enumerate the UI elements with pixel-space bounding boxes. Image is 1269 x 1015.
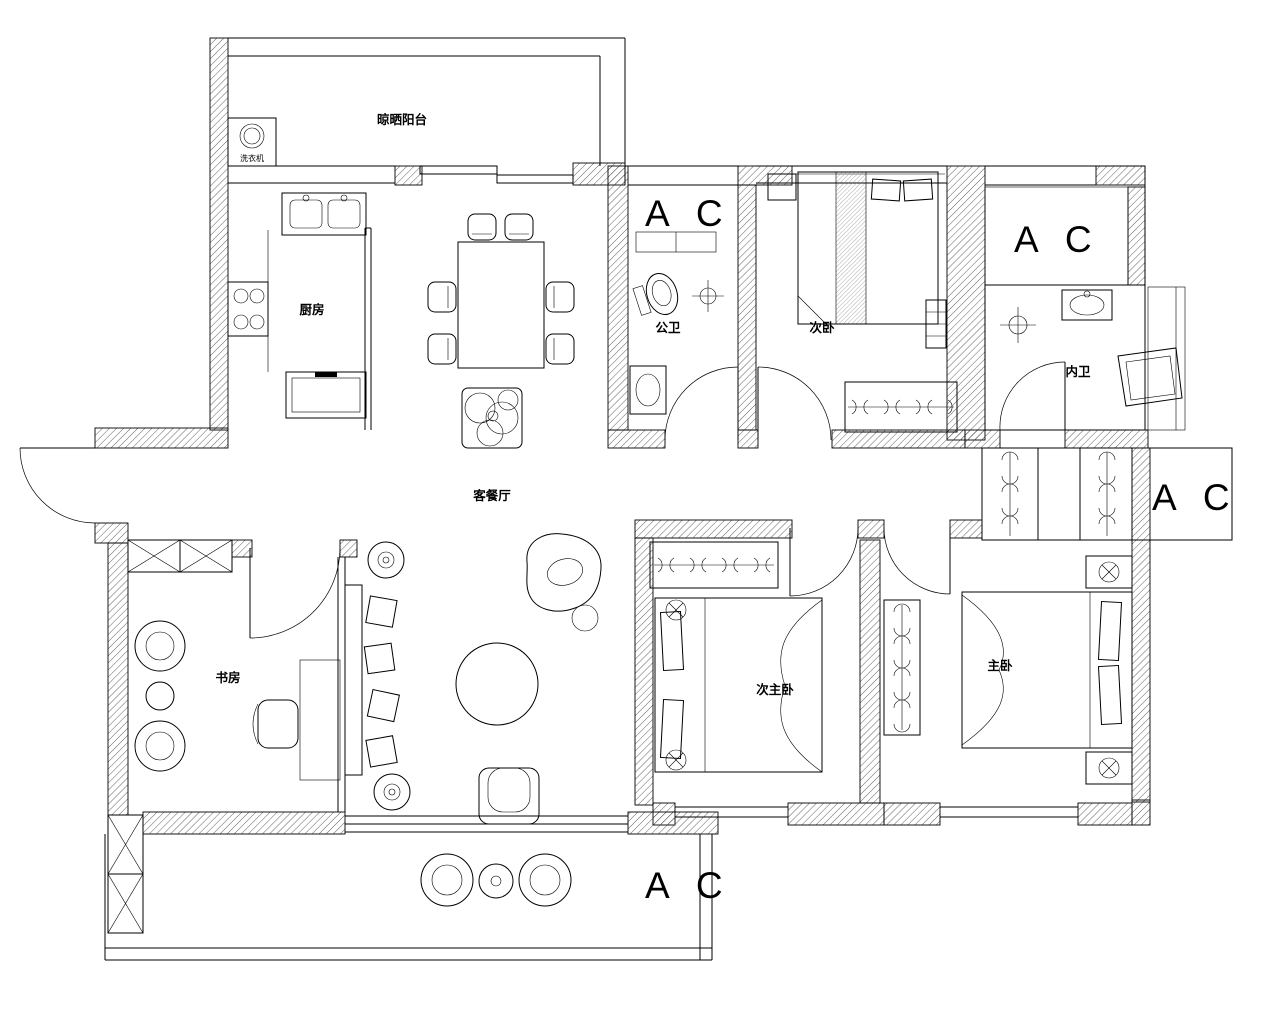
bed — [654, 597, 823, 773]
wall-basin — [1061, 289, 1113, 321]
label-study: 书房 — [215, 670, 240, 685]
floor-drain-icon — [1000, 307, 1036, 343]
ac-label-bottom: A C — [645, 865, 732, 906]
label-master-bedroom: 主卧 — [987, 658, 1013, 673]
label-living-dining: 客餐厅 — [472, 488, 511, 503]
second-master-furniture — [649, 541, 823, 773]
side-table — [367, 541, 405, 579]
bed — [961, 591, 1133, 749]
study-furniture — [127, 539, 341, 781]
wardrobe — [649, 541, 779, 589]
drying-balcony — [227, 117, 277, 167]
living-room-furniture — [344, 533, 602, 825]
desk — [299, 659, 341, 781]
label-second-master: 次主卧 — [756, 682, 794, 697]
nightstand — [1085, 751, 1133, 785]
wardrobe — [844, 381, 958, 433]
cabinet-x — [107, 814, 144, 934]
label-inner-bath: 内卫 — [1065, 364, 1091, 379]
plant — [461, 387, 523, 449]
kitchen-fixtures — [227, 192, 367, 419]
toilet — [632, 272, 679, 316]
label-drying-balcony: 晾晒阳台 — [377, 112, 427, 127]
nightstand — [1085, 555, 1133, 589]
ac-label-top-right: A C — [1014, 219, 1101, 260]
doors — [19, 361, 1066, 639]
inner-bath-fixtures — [1000, 289, 1183, 407]
label-washing-machine: 洗衣机 — [240, 153, 264, 163]
stove — [227, 281, 269, 337]
washing-machine — [227, 117, 277, 167]
ac-label-top: A C — [645, 193, 732, 234]
dining-table — [457, 241, 545, 369]
nightstand — [767, 173, 797, 201]
wardrobe — [883, 599, 921, 736]
kitchen-sink-counter — [281, 192, 367, 236]
floor-drain-icon — [692, 280, 724, 312]
cabinet-x — [127, 539, 233, 573]
hall-closets — [1001, 451, 1116, 536]
public-bath-fixtures — [629, 231, 724, 415]
bath-basin — [629, 365, 667, 415]
coffee-table — [455, 642, 539, 726]
second-bedroom-furniture — [767, 171, 958, 433]
desk-chair — [252, 699, 299, 749]
side-table — [373, 773, 411, 811]
armchair — [134, 720, 186, 772]
round-table — [478, 863, 514, 899]
room-labels: 晾晒阳台 洗衣机 厨房 公卫 次卧 内卫 客餐厅 书房 次主卧 主卧 — [215, 112, 1091, 697]
bottom-balcony-furniture — [107, 814, 572, 934]
bed — [797, 171, 939, 325]
lamp-icon — [665, 749, 687, 771]
armchair — [478, 767, 540, 825]
label-public-bath: 公卫 — [655, 321, 681, 335]
master-furniture — [883, 555, 1133, 785]
ac-label-right: A C — [1152, 477, 1239, 518]
lamp-icon — [1098, 757, 1120, 779]
dining-set — [427, 213, 575, 449]
lounge-chair — [526, 533, 602, 632]
lamp-icon — [1098, 561, 1120, 583]
armchair — [134, 620, 186, 672]
armchair — [420, 853, 474, 907]
armchair — [518, 853, 572, 907]
ac-labels: A C A C A C A C — [645, 193, 1239, 906]
round-table — [145, 681, 175, 711]
lamp-icon — [665, 599, 687, 621]
walls — [94, 37, 1151, 835]
shower-tray — [1117, 347, 1183, 407]
label-second-bedroom: 次卧 — [809, 320, 835, 335]
label-kitchen: 厨房 — [299, 302, 324, 317]
sofa-back — [344, 584, 363, 776]
